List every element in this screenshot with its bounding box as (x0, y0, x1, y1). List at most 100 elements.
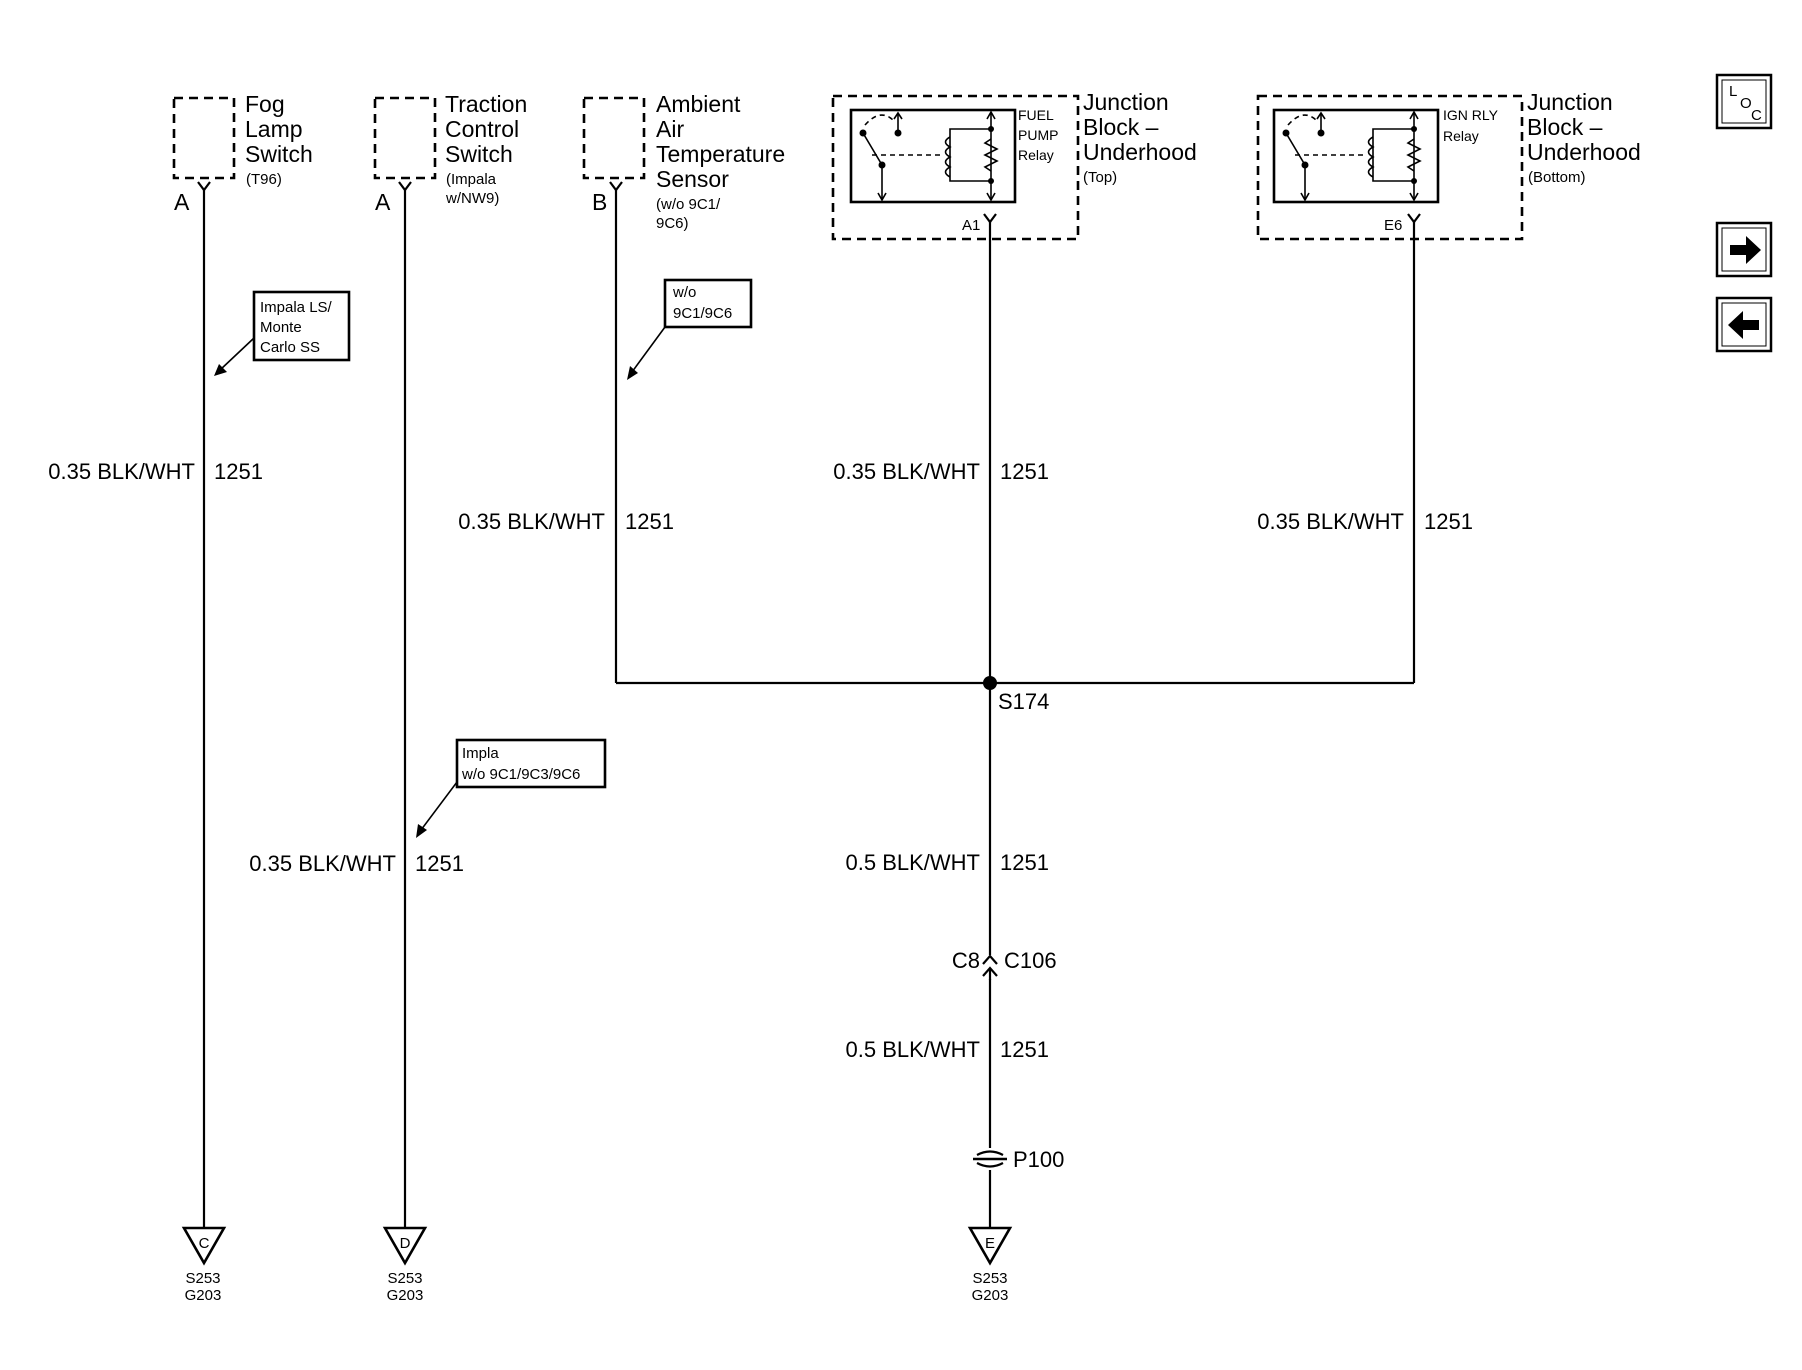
traction-wire-gauge-color: 0.35 BLK/WHT (249, 851, 396, 876)
arrow-right-icon (1730, 236, 1761, 264)
junction-block-top-name-3: Underhood (1083, 139, 1197, 165)
traction-control-switch-note-2: w/NW9) (445, 190, 499, 207)
callout-impala-ls-box (252, 290, 351, 362)
ambient-air-sensor-name-1: Ambient (656, 91, 741, 117)
next-page-button[interactable] (1715, 221, 1773, 278)
fog-lamp-switch-name-3: Switch (245, 141, 313, 167)
ign-relay-label-2: Relay (1443, 128, 1479, 144)
loc-letter-c: C (1751, 107, 1762, 124)
ambient-air-sensor-note-1: (w/o 9C1/ (656, 196, 721, 213)
traction-control-switch-note-1: (Impala (446, 171, 497, 188)
callout-impala-ls-line-2: Monte (260, 319, 302, 336)
fuel-pump-wire-circuit: 1251 (1000, 459, 1049, 484)
fog-lamp-pin-label: A (174, 189, 190, 215)
fuel-pump-relay-box (849, 108, 1017, 204)
ground-c-triangle (181, 1226, 227, 1266)
main-upper-wire-gauge-color: 0.5 BLK/WHT (846, 850, 980, 875)
ground-c: C S253 G203 (181, 1226, 227, 1304)
ambient-air-pin-label: B (592, 189, 607, 215)
ign-relay-wire-gauge-color: 0.35 BLK/WHT (1257, 509, 1404, 534)
fuel-pump-relay-label-3: Relay (1018, 147, 1054, 163)
callout-impala-ls-arrow (219, 337, 255, 371)
callout-impala-without-box (455, 738, 607, 789)
ambient-air-temperature-sensor: Ambient Air Temperature Sensor (w/o 9C1/… (582, 91, 785, 232)
previous-page-button[interactable] (1715, 296, 1773, 353)
fuel-pump-pin-label: A1 (962, 217, 980, 234)
callout-without-9c1-9c6-line-2: 9C1/9C6 (673, 305, 732, 322)
connector-c8-c106: C8 C106 (952, 948, 1057, 980)
main-upper-wire-circuit: 1251 (1000, 850, 1049, 875)
ground-c-symbol: C (199, 1235, 210, 1252)
ign-relay-symbol (1282, 110, 1422, 202)
loc-button[interactable]: L O C (1715, 73, 1773, 130)
fog-lamp-switch-note: (T96) (246, 171, 282, 188)
junction-block-top-note: (Top) (1083, 169, 1117, 186)
connector-female-terminal (982, 954, 998, 965)
loc-letter-o: O (1740, 95, 1752, 112)
traction-control-switch-name-2: Control (445, 116, 519, 142)
ground-c-ref-1: S253 (185, 1270, 220, 1287)
fuel-pump-relay-label-2: PUMP (1018, 127, 1058, 143)
ambient-wire-circuit: 1251 (625, 509, 674, 534)
ground-d-ref-1: S253 (387, 1270, 422, 1287)
ground-d-triangle (382, 1226, 428, 1266)
ground-e: E S253 G203 (967, 1226, 1013, 1304)
fog-lamp-switch-name-1: Fog (245, 91, 285, 117)
grommet-bottom-curve (976, 1162, 1004, 1168)
callout-impala-without-line-2: w/o 9C1/9C3/9C6 (461, 766, 580, 783)
ambient-air-sensor-note-2: 9C6) (656, 215, 689, 232)
callout-without-9c1-9c6: w/o 9C1/9C6 (627, 278, 753, 380)
ign-relay-pin-label: E6 (1384, 217, 1402, 234)
fog-wire-gauge-color: 0.35 BLK/WHT (48, 459, 195, 484)
arrow-left-icon (1728, 311, 1759, 339)
fog-lamp-switch-name-2: Lamp (245, 116, 303, 142)
traction-control-switch-box (373, 96, 437, 180)
callout-impala-without-arrow (420, 781, 458, 831)
main-lower-wire-circuit: 1251 (1000, 1037, 1049, 1062)
ambient-wire-gauge-color: 0.35 BLK/WHT (458, 509, 605, 534)
grommet-top-curve (976, 1150, 1004, 1156)
ambient-air-sensor-name-4: Sensor (656, 166, 729, 192)
fuel-pump-relay-symbol (859, 110, 999, 202)
ground-c-ref-2: G203 (185, 1287, 222, 1304)
traction-control-pin-label: A (375, 189, 391, 215)
ign-relay-box (1272, 108, 1440, 204)
fog-wire-circuit: 1251 (214, 459, 263, 484)
splice-label: S174 (998, 689, 1049, 714)
fog-lamp-pin-terminal (197, 181, 211, 192)
junction-block-bottom-note: (Bottom) (1528, 169, 1586, 186)
junction-block-bottom-name-1: Junction (1527, 89, 1613, 115)
ambient-air-pin-terminal (609, 181, 623, 192)
connector-right-label: C106 (1004, 948, 1057, 973)
traction-control-switch-name-1: Traction (445, 91, 527, 117)
junction-block-bottom-name-3: Underhood (1527, 139, 1641, 165)
traction-control-pin-terminal (398, 181, 412, 192)
ign-relay-label-1: IGN RLY (1443, 107, 1499, 123)
callout-impala-ls-line-1: Impala LS/ (260, 299, 333, 316)
ground-d: D S253 G203 (382, 1226, 428, 1304)
connector-left-label: C8 (952, 948, 980, 973)
ground-e-symbol: E (985, 1235, 995, 1252)
fog-lamp-switch: Fog Lamp Switch (T96) A (172, 91, 313, 215)
ambient-air-sensor-name-2: Air (656, 116, 684, 142)
splice-s174-dot (983, 676, 997, 690)
callout-without-9c1-9c6-arrow (631, 326, 666, 373)
ambient-air-sensor-box (582, 96, 646, 180)
callout-without-9c1-9c6-line-1: w/o (672, 284, 696, 301)
junction-block-bottom-name-2: Block – (1527, 114, 1603, 140)
ground-d-symbol: D (400, 1235, 411, 1252)
callout-impala-without-line-1: Impla (462, 745, 499, 762)
ground-d-ref-2: G203 (387, 1287, 424, 1304)
traction-control-switch: Traction Control Switch (Impala w/NW9) A (373, 91, 527, 215)
ground-e-triangle (967, 1226, 1013, 1266)
fuel-pump-relay-label-1: FUEL (1018, 107, 1054, 123)
junction-block-top-name-2: Block – (1083, 114, 1159, 140)
ground-e-ref-2: G203 (972, 1287, 1009, 1304)
ign-relay-wire-circuit: 1251 (1424, 509, 1473, 534)
junction-block-top-box (831, 94, 1080, 241)
ambient-air-sensor-name-3: Temperature (656, 141, 785, 167)
junction-block-top-name-1: Junction (1083, 89, 1169, 115)
callout-impala-without: Impla w/o 9C1/9C3/9C6 (416, 738, 607, 838)
junction-block-top: FUEL PUMP Relay Junction Block – Underho… (831, 89, 1197, 241)
